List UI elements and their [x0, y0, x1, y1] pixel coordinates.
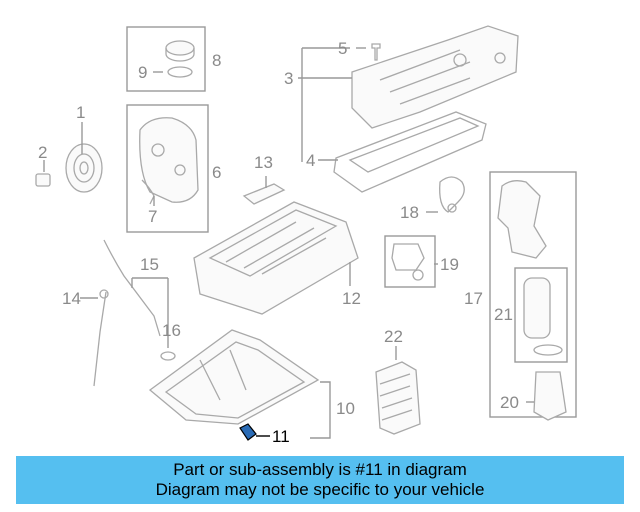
- callout-18: 18: [400, 203, 419, 222]
- callout-21: 21: [494, 305, 513, 324]
- callout-19: 19: [440, 255, 459, 274]
- drain-plug-part: [239, 423, 257, 441]
- lower-oil-pan-part: [148, 329, 320, 425]
- callout-6: 6: [212, 163, 221, 182]
- callout-22: 22: [384, 327, 403, 346]
- leader-15-16: [131, 277, 169, 348]
- callout-1: 1: [76, 103, 85, 122]
- crankshaft-pulley-part: [65, 143, 103, 193]
- callout-17: 17: [464, 289, 483, 308]
- banner-line-2: Diagram may not be specific to your vehi…: [155, 480, 485, 499]
- oil-filter-housing-part: [497, 180, 567, 421]
- filter-housing-group-box: [489, 171, 577, 418]
- exploded-parts-diagram: 1 2 3 4 5 6 7 8 9 10 11 12 13 14 15 16 1…: [35, 25, 577, 446]
- bolt-part: [35, 173, 51, 187]
- valve-cover-part: [351, 25, 519, 129]
- o-ring-part: [160, 351, 176, 361]
- callout-7: 7: [148, 207, 157, 226]
- gasket-group-box: [384, 235, 436, 288]
- cover-group-box: [126, 104, 209, 233]
- timing-cover-part: [139, 117, 199, 205]
- callout-12: 12: [342, 289, 361, 308]
- dipstick-part: [93, 239, 161, 387]
- callout-14: 14: [62, 289, 81, 308]
- callout-4: 4: [306, 151, 315, 170]
- callout-20: 20: [500, 393, 519, 412]
- info-banner: Part or sub-assembly is #11 in diagram D…: [16, 456, 624, 504]
- leader-3-4: [298, 47, 352, 162]
- small-gasket-part: [391, 243, 425, 281]
- valve-cover-gasket-part: [333, 111, 487, 193]
- leader-10: [310, 381, 331, 439]
- callout-13: 13: [254, 153, 273, 172]
- callout-8: 8: [212, 51, 221, 70]
- callout-9: 9: [138, 63, 147, 82]
- upper-oil-pan-part: [193, 201, 359, 315]
- strainer-part: [242, 183, 286, 205]
- callout-11: 11: [272, 427, 290, 446]
- callout-16: 16: [162, 321, 181, 340]
- callout-5: 5: [338, 39, 347, 58]
- oil-cooler-part: [375, 361, 421, 435]
- callout-2: 2: [38, 143, 47, 162]
- small-bolt-part: [371, 43, 381, 61]
- filter-element-box: [514, 267, 568, 363]
- oil-filler-cap-part: [165, 40, 195, 78]
- seal-part: [439, 176, 465, 213]
- oil-cap-group-box: [126, 26, 206, 92]
- callout-15: 15: [140, 255, 159, 274]
- banner-line-1: Part or sub-assembly is #11 in diagram: [173, 460, 467, 479]
- callout-3: 3: [284, 69, 293, 88]
- callout-10: 10: [336, 399, 355, 418]
